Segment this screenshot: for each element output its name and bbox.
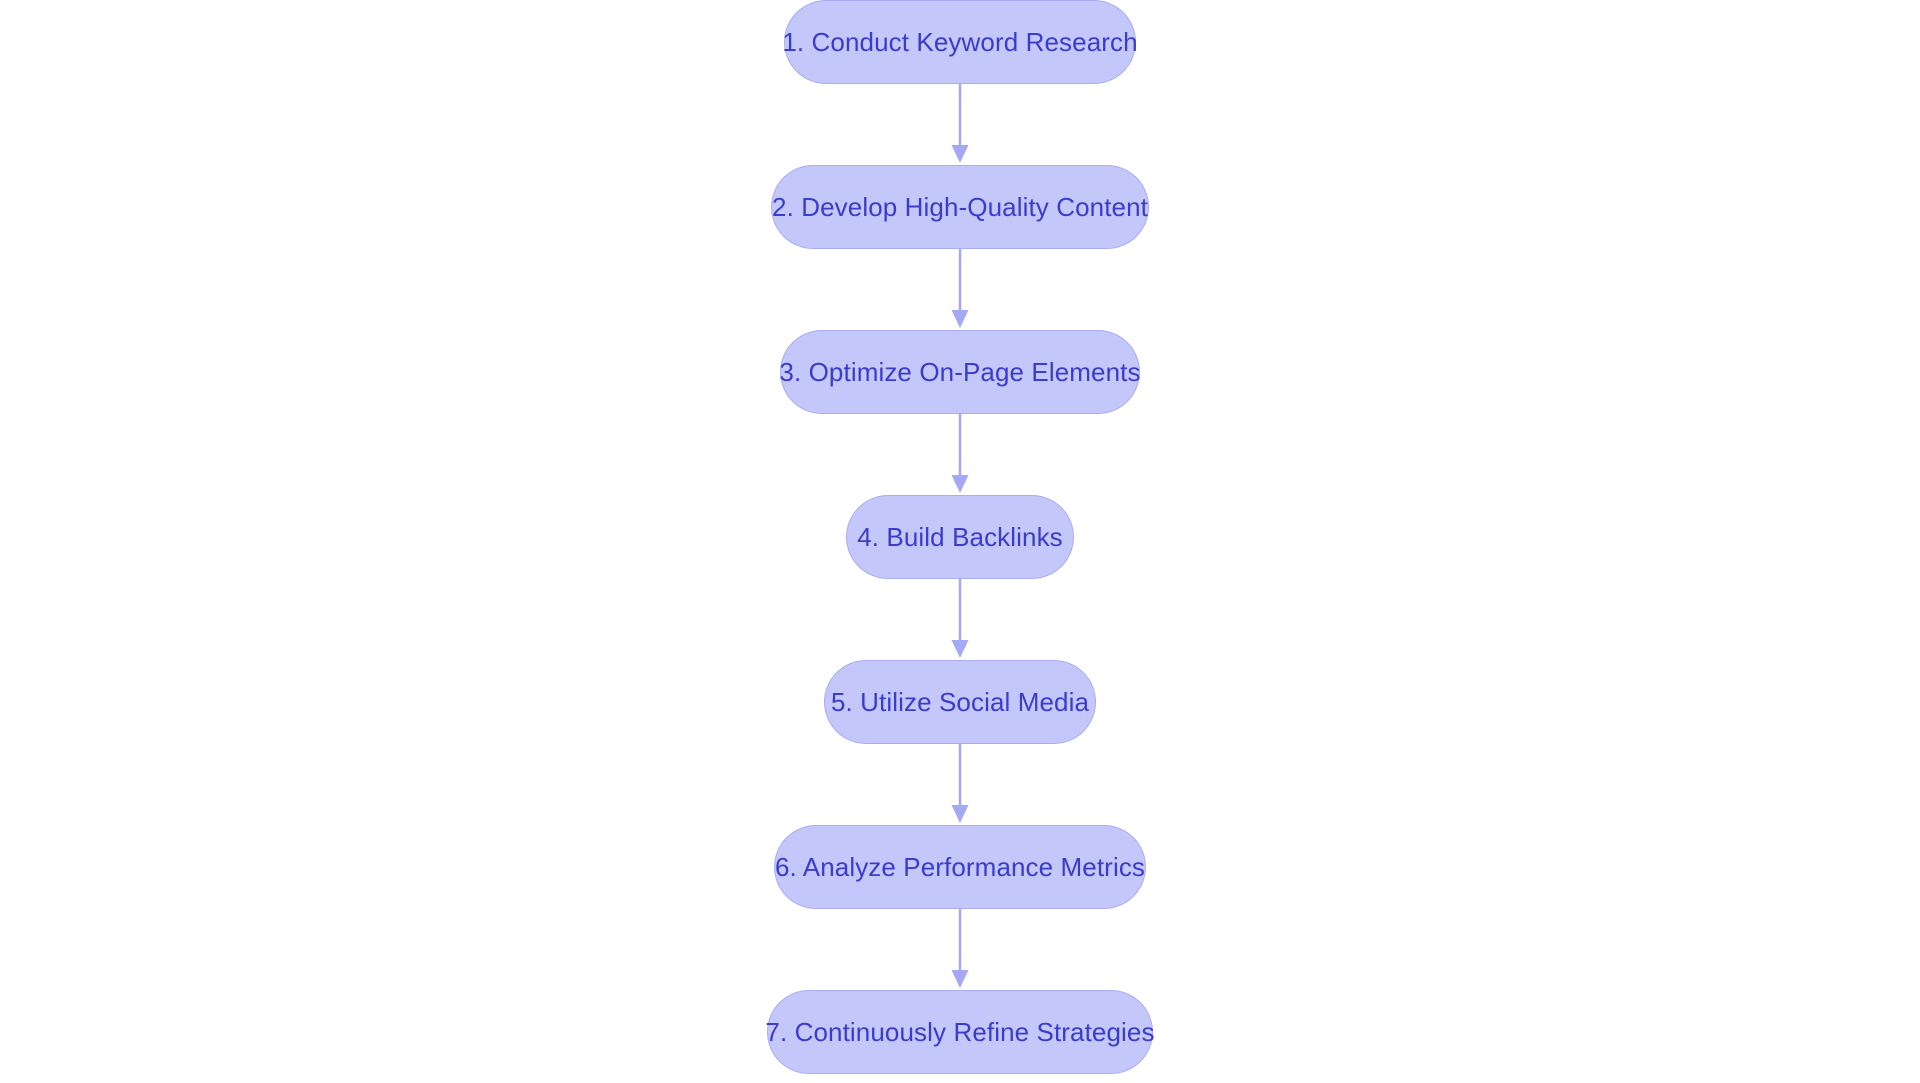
arrow-down-icon [951, 909, 969, 988]
flow-connector-3-4 [940, 414, 980, 495]
flow-node-step-6[interactable]: 6. Analyze Performance Metrics [774, 825, 1146, 909]
flow-connector-4-5 [940, 579, 980, 660]
flow-node-step-7[interactable]: 7. Continuously Refine Strategies [765, 990, 1154, 1074]
arrow-down-icon [951, 414, 969, 493]
flow-node-label: 7. Continuously Refine Strategies [765, 1017, 1155, 1047]
flow-connector-1-2 [940, 84, 980, 165]
flow-node-label: 4. Build Backlinks [857, 522, 1063, 552]
flow-node-step-4[interactable]: 4. Build Backlinks [846, 495, 1074, 579]
flow-node-label: 5. Utilize Social Media [830, 687, 1090, 717]
flow-node-step-5[interactable]: 5. Utilize Social Media [824, 660, 1096, 744]
arrow-down-icon [951, 249, 969, 328]
arrow-down-icon [951, 744, 969, 823]
flow-connector-2-3 [940, 249, 980, 330]
flow-node-step-2[interactable]: 2. Develop High-Quality Content [771, 165, 1149, 249]
arrow-down-icon [951, 579, 969, 658]
flow-connector-5-6 [940, 744, 980, 825]
flow-connector-6-7 [940, 909, 980, 990]
flow-node-step-3[interactable]: 3. Optimize On-Page Elements [779, 330, 1140, 414]
flow-node-label: 6. Analyze Performance Metrics [774, 852, 1146, 882]
flow-node-label: 3. Optimize On-Page Elements [779, 357, 1141, 387]
arrow-down-icon [951, 84, 969, 163]
flow-node-label: 2. Develop High-Quality Content [772, 192, 1148, 222]
flow-node-label: 1. Conduct Keyword Research [782, 27, 1138, 57]
flow-node-step-1[interactable]: 1. Conduct Keyword Research [782, 0, 1138, 84]
